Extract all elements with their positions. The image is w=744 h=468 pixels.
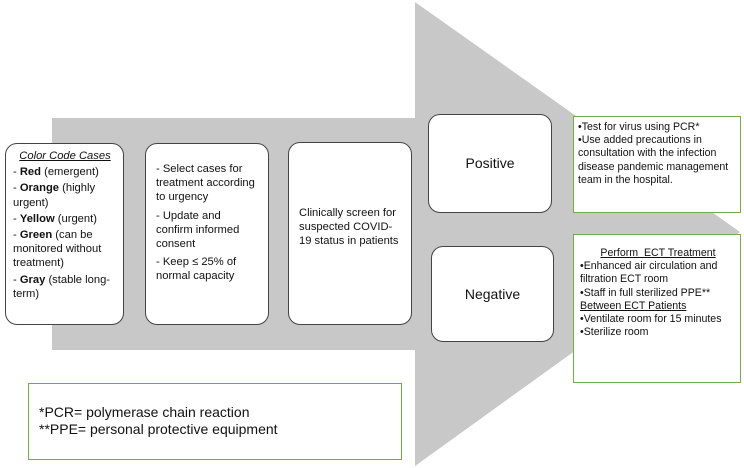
negative-action-air: •Enhanced air circulation and filtration…	[580, 260, 718, 286]
triage-item-consent: - Update and confirm informed consent	[156, 209, 240, 251]
between-action-sterilize: •Sterilize room	[580, 326, 649, 339]
screening-text: Clinically screen for suspected COVID-19…	[299, 207, 399, 248]
positive-action-pcr: •Test for virus using PCR*	[578, 121, 700, 133]
negative-actions-box: Perform ECT Treatment •Enhanced air circ…	[573, 234, 741, 383]
between-action-ventilate: •Ventilate room for 15 minutes	[580, 313, 722, 326]
between-patients-title: Between ECT Patients	[580, 299, 687, 312]
color-item-gray: - Gray (stable long-term)	[13, 273, 111, 300]
negative-box: Negative	[431, 246, 554, 342]
color-item-yellow: - Yellow (urgent)	[13, 212, 97, 225]
negative-label: Negative	[464, 285, 521, 302]
color-item-red: - Red (emergent)	[13, 166, 99, 179]
footnote-pcr: *PCR= polymerase chain reaction	[39, 404, 250, 420]
color-item-orange: - Orange (highly urgent)	[13, 182, 96, 209]
ect-treatment-title: Perform ECT Treatment	[600, 247, 716, 259]
triage-item-capacity: - Keep ≤ 25% of normal capacity	[156, 256, 237, 283]
positive-box: Positive	[428, 114, 552, 213]
footnotes-box: *PCR= polymerase chain reaction **PPE= p…	[28, 383, 402, 460]
footnote-ppe: **PPE= personal protective equipment	[39, 421, 278, 437]
triage-item-select: - Select cases for treatment according t…	[156, 163, 255, 204]
color-code-title: Color Code Cases	[19, 150, 111, 162]
positive-actions-box: •Test for virus using PCR* •Use added pr…	[573, 116, 741, 213]
screening-box: Clinically screen for suspected COVID-19…	[288, 142, 412, 325]
triage-box: - Select cases for treatment according t…	[145, 143, 269, 325]
color-item-green: - Green (can be monitored without treatm…	[13, 229, 102, 270]
color-code-box: Color Code Cases - Red (emergent) - Oran…	[5, 143, 124, 325]
positive-action-precautions: •Use added precautions in consultation w…	[578, 134, 729, 186]
negative-action-ppe: •Staff in full sterilized PPE**	[580, 286, 711, 299]
positive-label: Positive	[465, 155, 515, 172]
